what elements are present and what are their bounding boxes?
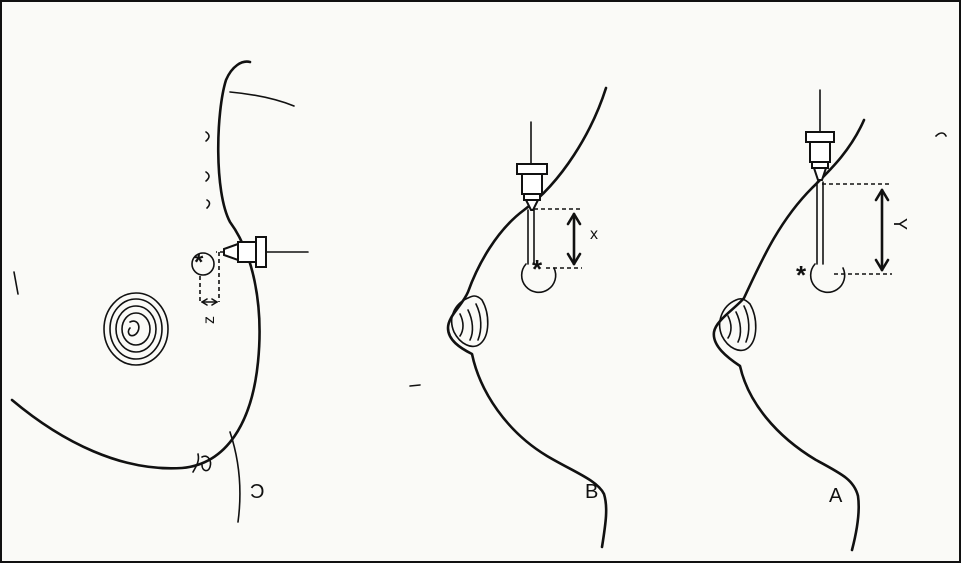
panel-b-lesion-mark: * <box>532 256 542 282</box>
panel-c-drawing <box>12 62 308 522</box>
panel-c-fold-mark <box>206 132 210 208</box>
panel-b-nipple <box>452 296 488 346</box>
panel-a-lesion-mark: * <box>796 262 806 288</box>
panel-c-areola <box>104 293 168 365</box>
panel-c-label: C <box>250 480 264 500</box>
panel-a-lesion-circle <box>811 264 845 292</box>
panel-c-lesion-mark: * <box>194 251 203 275</box>
panel-c-axilla-line <box>230 92 294 106</box>
panel-c-needle <box>216 237 308 267</box>
panel-b-needle <box>517 122 547 264</box>
panel-c-breast-outline <box>12 62 260 469</box>
stray-mark <box>14 133 946 386</box>
panel-a-needle <box>806 90 834 264</box>
panel-b-measure-label: x <box>590 227 598 243</box>
panel-a-label: A <box>829 486 842 506</box>
panel-a-measure-label: Y <box>894 215 906 233</box>
panel-a-nipple <box>720 299 756 351</box>
panel-b-label: B <box>585 482 598 502</box>
panel-c-measure-label: z <box>206 312 214 328</box>
panel-c-chest-wall <box>230 432 240 522</box>
panel-b-drawing <box>448 88 606 547</box>
panel-a-drawing <box>714 90 892 550</box>
